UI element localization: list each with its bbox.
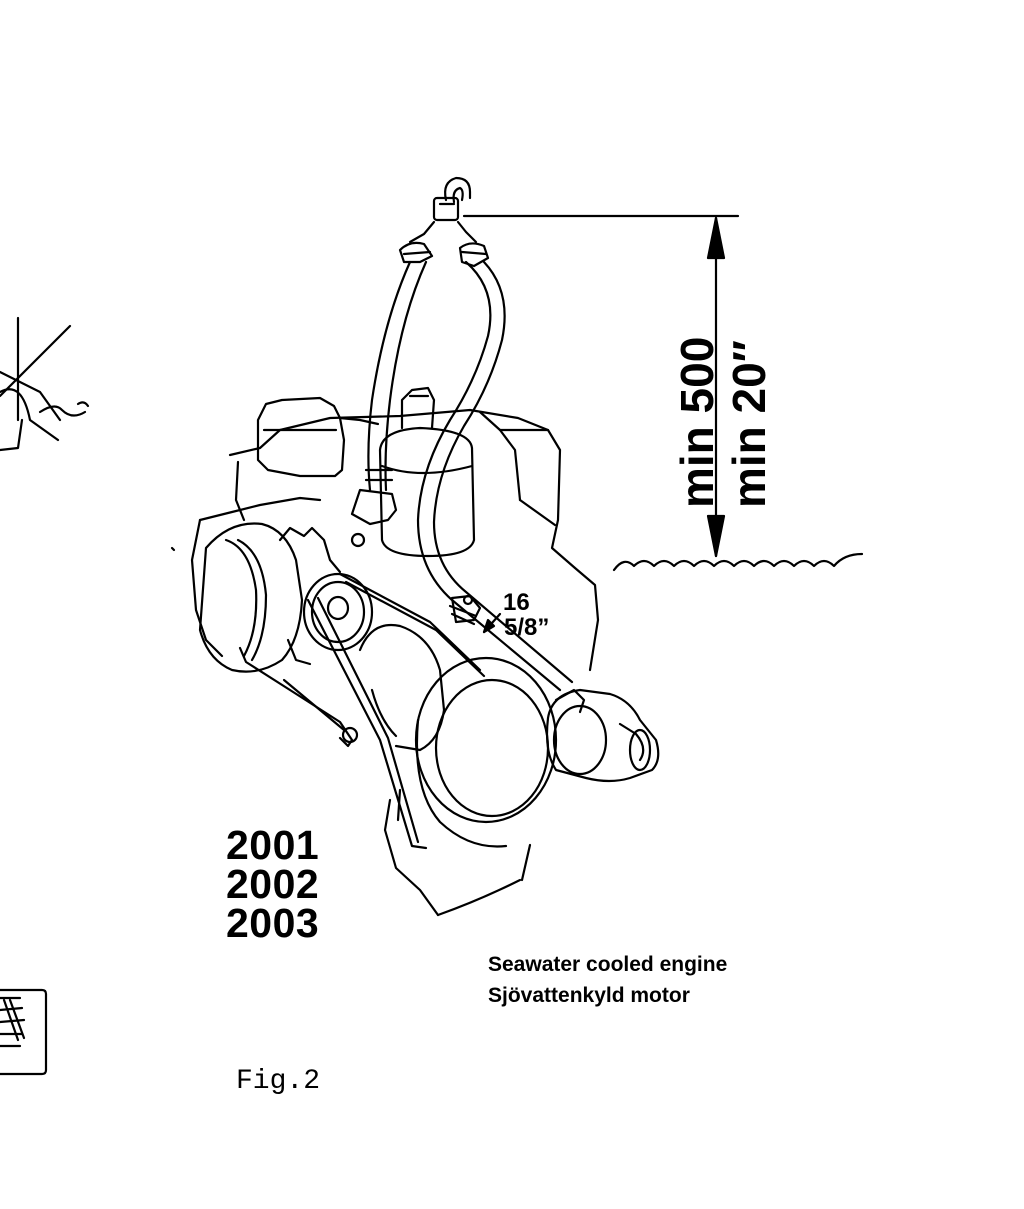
- filler-cap: [256, 396, 380, 478]
- bolt-size-imperial: 5/8”: [504, 614, 550, 641]
- hose-left: [350, 260, 428, 548]
- engine-block: [170, 408, 600, 917]
- siphon-valve: [398, 176, 490, 268]
- figure-label: Fig.2: [236, 1066, 321, 1097]
- model-number: 2002: [226, 861, 320, 907]
- seawater-pump: [545, 688, 660, 783]
- prohibition-symbol-fragment: [0, 316, 90, 452]
- side-panel-fragment: [0, 988, 48, 1076]
- model-numbers: 2001 2002 2003: [226, 822, 320, 946]
- caption-english: Seawater cooled engine: [488, 953, 728, 976]
- water-level-line: [612, 552, 864, 572]
- filter-canister: [378, 386, 476, 558]
- model-number: 2001: [226, 822, 320, 868]
- model-number: 2003: [226, 900, 320, 946]
- alternator: [198, 522, 359, 748]
- caption-swedish: Sjövattenkyld motor: [488, 984, 690, 1007]
- crank-pulley: [358, 623, 558, 848]
- height-metric-label: min 500: [671, 336, 723, 508]
- hose-right: [416, 260, 574, 692]
- height-imperial-label: min 20″: [723, 340, 775, 508]
- height-dimension-line: [462, 214, 740, 558]
- alternator-pulley: [302, 572, 374, 652]
- bolt-size-metric: 16: [503, 589, 530, 616]
- drive-belt: [306, 572, 486, 850]
- bolt-callout-arrow: [482, 612, 502, 634]
